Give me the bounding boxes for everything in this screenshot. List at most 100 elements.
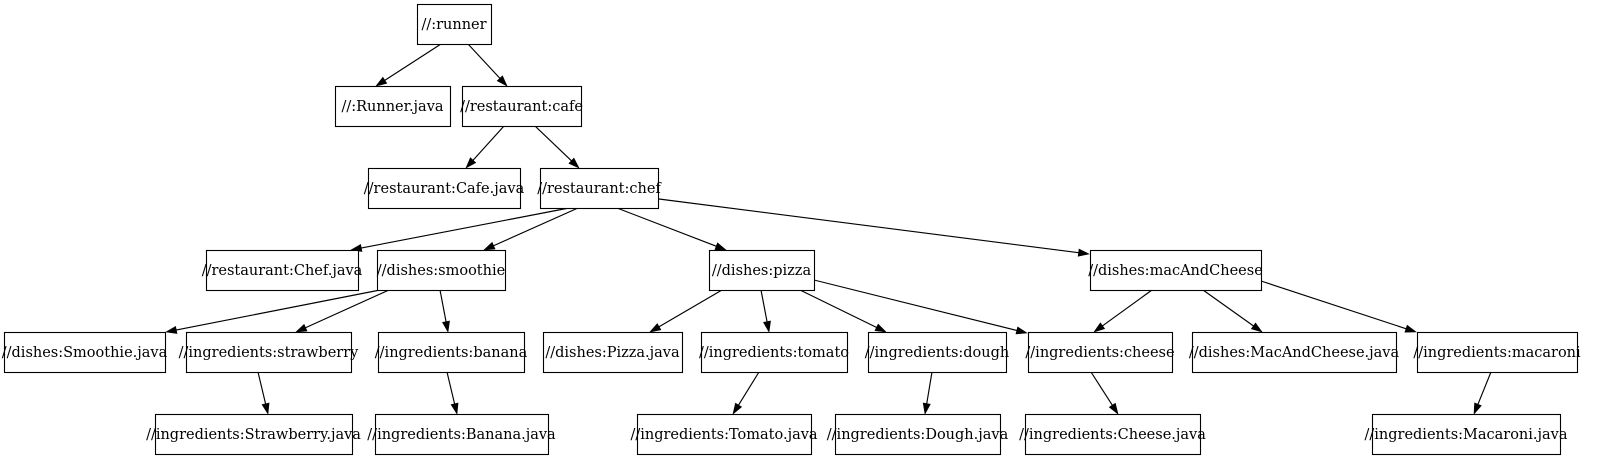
nodes-layer: //:runner //:Runner.java //restaurant:cafe…: [2, 3, 1581, 456]
graph-node-strawberry_java[interactable]: //ingredients:Strawberry.java: [146, 413, 361, 456]
node-box[interactable]: [542, 331, 684, 374]
arrowhead-icon: [1473, 402, 1482, 415]
graph-node-ing_cheese[interactable]: //ingredients:cheese: [1025, 331, 1175, 374]
edge-restaurant_chef-to-dishes_pizza: [616, 207, 727, 251]
edge-restaurant_cafe-to-restaurant_chef: [534, 125, 580, 169]
graph-node-smoothie_java[interactable]: //dishes:Smoothie.java: [2, 331, 168, 374]
graph-node-ing_strawberry[interactable]: //ingredients:strawberry: [179, 331, 360, 374]
edge-ing_tomato-to-tomato_java: [732, 371, 760, 415]
node-box[interactable]: [700, 331, 849, 374]
node-label: //restaurant:chef: [537, 181, 662, 197]
edge-line: [471, 125, 505, 162]
arrowhead-icon: [1077, 248, 1090, 257]
edge-line: [467, 43, 501, 80]
graph-node-ing_macaroni[interactable]: //ingredients:macaroni: [1413, 331, 1581, 374]
node-box[interactable]: [205, 249, 360, 292]
arrowhead-icon: [496, 75, 508, 87]
graph-node-restaurant_cafe[interactable]: //restaurant:cafe: [460, 85, 583, 128]
arrowhead-icon: [1093, 322, 1106, 333]
edge-line: [439, 289, 447, 323]
edge-dishes_smoothie-to-ing_strawberry: [295, 289, 390, 333]
node-box[interactable]: [708, 249, 816, 292]
node-box[interactable]: [461, 85, 583, 128]
arrowhead-icon: [165, 325, 178, 334]
graph-node-macaroni_java[interactable]: //ingredients:Macaroni.java: [1364, 413, 1568, 456]
node-box[interactable]: [367, 167, 522, 210]
node-label: //restaurant:Chef.java: [202, 263, 363, 279]
edge-dishes_mac-to-mac_java: [1202, 289, 1263, 333]
graph-node-pizza_java[interactable]: //dishes:Pizza.java: [542, 331, 684, 374]
arrowhead-icon: [295, 323, 308, 333]
edge-dishes_smoothie-to-smoothie_java: [165, 289, 381, 334]
node-box[interactable]: [185, 331, 353, 374]
graph-node-dishes_mac[interactable]: //dishes:macAndCheese: [1088, 249, 1263, 292]
graph-node-dishes_pizza[interactable]: //dishes:pizza: [708, 249, 816, 292]
node-label: //ingredients:dough: [865, 345, 1010, 361]
node-label: //ingredients:Banana.java: [367, 427, 556, 443]
arrowhead-icon: [442, 320, 450, 333]
arrowhead-icon: [568, 157, 580, 169]
graph-node-chef_java[interactable]: //restaurant:Chef.java: [202, 249, 363, 292]
arrowhead-icon: [1108, 402, 1119, 415]
node-label: //ingredients:Macaroni.java: [1364, 427, 1567, 443]
edge-line: [1477, 371, 1492, 406]
edge-ing_dough-to-dough_java: [922, 371, 933, 415]
graph-node-runner[interactable]: //:runner: [416, 3, 493, 46]
node-box[interactable]: [636, 413, 813, 456]
graph-node-ing_tomato[interactable]: //ingredients:tomato: [699, 331, 849, 374]
node-box[interactable]: [334, 85, 452, 128]
edge-line: [257, 371, 267, 405]
graph-node-ing_dough[interactable]: //ingredients:dough: [865, 331, 1010, 374]
graph-node-cheese_java[interactable]: //ingredients:Cheese.java: [1019, 413, 1206, 456]
graph-node-mac_java[interactable]: //dishes:MacAndCheese.java: [1189, 331, 1400, 374]
node-label: //:Runner.java: [341, 99, 443, 115]
edge-restaurant_cafe-to-cafe_java: [465, 125, 505, 169]
arrowhead-icon: [450, 402, 459, 415]
node-box[interactable]: [1416, 331, 1579, 374]
graph-node-restaurant_chef[interactable]: //restaurant:chef: [537, 167, 662, 210]
edges-layer: [165, 43, 1492, 415]
node-box[interactable]: [376, 249, 507, 292]
node-label: //dishes:macAndCheese: [1088, 263, 1263, 279]
graph-node-runner_java[interactable]: //:Runner.java: [334, 85, 452, 128]
node-box[interactable]: [539, 167, 660, 210]
edge-line: [446, 371, 456, 405]
graph-node-tomato_java[interactable]: //ingredients:Tomato.java: [630, 413, 818, 456]
graph-node-banana_java[interactable]: //ingredients:Banana.java: [367, 413, 556, 456]
arrowhead-icon: [874, 323, 887, 333]
edge-line: [1260, 280, 1408, 330]
node-box[interactable]: [1024, 413, 1202, 456]
node-box[interactable]: [1089, 249, 1263, 292]
node-box[interactable]: [416, 3, 493, 46]
node-label: //ingredients:banana: [375, 345, 528, 361]
node-box[interactable]: [1371, 413, 1562, 456]
node-box[interactable]: [374, 413, 550, 456]
node-box[interactable]: [834, 413, 1002, 456]
node-box[interactable]: [377, 331, 526, 374]
edge-ing_macaroni-to-macaroni_java: [1473, 371, 1492, 415]
node-label: //dishes:smoothie: [377, 263, 505, 279]
node-label: //ingredients:macaroni: [1413, 345, 1581, 361]
arrowhead-icon: [1015, 326, 1028, 335]
node-box[interactable]: [1027, 331, 1174, 374]
node-label: //ingredients:Dough.java: [827, 427, 1009, 443]
graph-node-dishes_smoothie[interactable]: //dishes:smoothie: [376, 249, 507, 292]
edge-dishes_smoothie-to-ing_banana: [439, 289, 450, 333]
node-box[interactable]: [154, 413, 354, 456]
node-box[interactable]: [867, 331, 1008, 374]
arrowhead-icon: [763, 320, 771, 333]
edge-ing_banana-to-banana_java: [446, 371, 459, 415]
edge-ing_cheese-to-cheese_java: [1090, 371, 1119, 415]
edge-line: [799, 289, 878, 329]
edge-line: [1090, 371, 1114, 407]
node-label: //restaurant:cafe: [460, 99, 583, 115]
graph-node-dough_java[interactable]: //ingredients:Dough.java: [827, 413, 1009, 456]
graph-node-cafe_java[interactable]: //restaurant:Cafe.java: [364, 167, 525, 210]
node-box[interactable]: [3, 331, 167, 374]
node-box[interactable]: [1191, 331, 1398, 374]
edge-dishes_pizza-to-ing_cheese: [813, 279, 1028, 335]
graph-node-ing_banana[interactable]: //ingredients:banana: [375, 331, 528, 374]
arrowhead-icon: [714, 242, 727, 251]
edge-ing_strawberry-to-strawberry_java: [257, 371, 270, 415]
